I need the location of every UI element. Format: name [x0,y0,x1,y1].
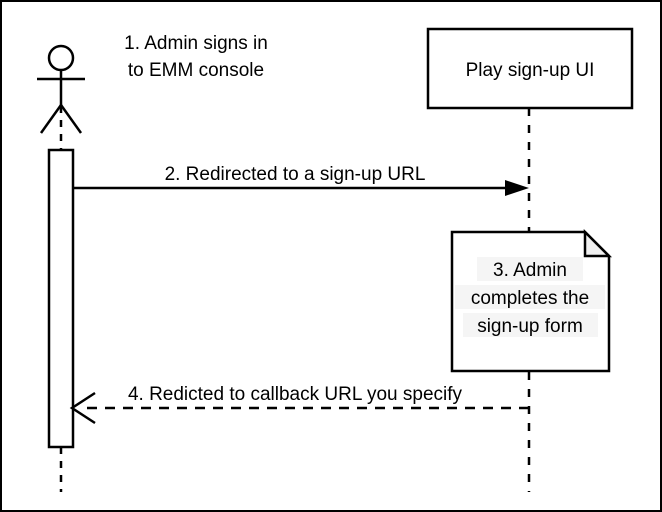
note-step3-line2: completes the [471,288,589,309]
message-step2-label: 2. Redirected to a sign-up URL [165,164,426,185]
participant-play-ui[interactable]: Play sign-up UI [426,27,634,110]
message-step4[interactable]: 4. Redicted to callback URL you specify [69,384,529,425]
note-step3-line1: 3. Admin [493,260,567,281]
note-step3[interactable]: 3. Admin completes the sign-up form [450,228,613,373]
participant-admin[interactable] [37,44,85,134]
actor-left-leg-icon [39,104,63,134]
note-step3-fold-icon [583,228,613,258]
note-step3-line2-highlight [455,285,605,309]
message-step4-arrowhead-icon [69,391,96,425]
note-step3-line3-highlight [463,313,598,337]
message-step4-label: 4. Redicted to callback URL you specify [128,384,463,405]
annotation-step1-line2: to EMM console [128,60,264,81]
annotation-step1-line1: 1. Admin signs in [124,33,268,54]
message-step2-arrowhead-icon [505,180,529,196]
note-step3-line1-highlight [477,257,583,281]
participant-label-play-ui: Play sign-up UI [466,60,595,81]
message-step2[interactable]: 2. Redirected to a sign-up URL [73,164,529,196]
activation-bar-admin [47,148,75,449]
actor-right-leg-icon [59,104,83,134]
note-step3-line3: sign-up form [477,316,583,337]
